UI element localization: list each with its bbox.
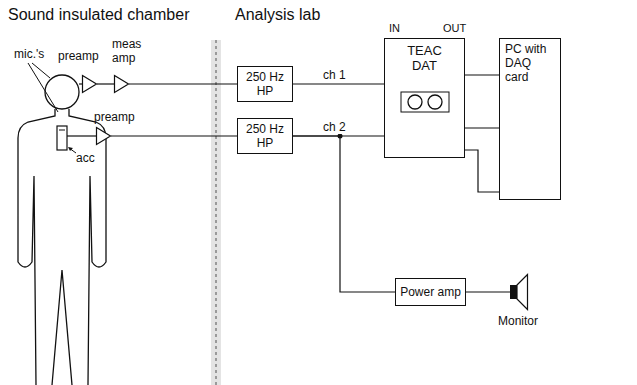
signal-wire [465,127,499,128]
speaker-outline [510,274,528,310]
node-text-group: Power amp [400,285,461,299]
amplifier-symbol: meas amp [114,75,129,93]
recorder-box: TEAC DAT [384,38,465,158]
port-label: OUT [443,22,466,35]
node-label: Monitor [498,314,538,328]
amplifier-triangle [82,75,97,93]
node-label: Power amp [400,285,461,299]
node-label: PC with DAQ card [505,42,555,84]
node-label: TEAC DAT [402,43,448,73]
node-label: 250 Hz HP [242,122,288,150]
filter-box: 250 Hz HP [237,118,293,154]
tape-window [401,92,449,112]
speaker-cone [517,275,528,310]
accelerometer [57,126,67,150]
junction-dot [338,134,343,139]
signal-wire [293,83,384,84]
amplifier-triangle [114,75,129,93]
divider-wall [211,40,221,385]
part-label: mic.'s [14,47,44,61]
computer-box: PC with DAQ card [499,38,561,200]
human-figure [18,75,106,385]
filter-box: 250 Hz HP [237,66,293,102]
node-label: 250 Hz HP [242,70,288,98]
tape-reel [428,95,442,109]
leader-arrow [68,147,73,151]
preamp-symbol: preamp [82,75,97,93]
divider-line [215,40,217,385]
node-text-group: TEAC DAT [402,43,448,73]
signal-wire [129,83,237,84]
signal-wire [465,74,499,75]
node-label: preamp [94,110,135,124]
node-label: preamp [58,49,99,63]
region-heading: Sound insulated chamber [8,6,189,24]
signal-wire [293,136,395,292]
channel-label: ch 2 [322,120,347,134]
amplifier-triangle [115,76,129,93]
amplifier-triangle [97,128,111,145]
acc-wire [67,135,96,136]
speaker-symbol: Monitor [510,274,528,310]
signal-wire [465,150,499,192]
node-text-group: PC with DAQ card [505,42,555,84]
node-text-group: 250 Hz HP [242,70,288,98]
signal-wire [111,135,237,136]
mic-wire [79,83,82,84]
signal-wire [97,83,114,84]
leader-line [69,148,76,153]
tape-reel [408,95,422,109]
node-text-group: 250 Hz HP [242,122,288,150]
signal-wire [466,291,510,292]
amplifier-triangle [96,127,111,145]
channel-label: ch 1 [322,68,347,82]
node-label: meas amp [112,37,146,65]
part-label: acc [76,151,95,165]
amplifier-box: Power amp [395,278,466,306]
leader-line [32,63,50,78]
accelerometer-detail [59,130,65,131]
leader-line [28,63,58,112]
port-label: IN [389,22,400,35]
amplifier-triangle [83,76,97,93]
speaker-magnet [510,285,517,299]
region-heading: Analysis lab [235,6,320,24]
tape-symbol [400,91,450,113]
preamp-symbol: preamp [96,127,111,145]
